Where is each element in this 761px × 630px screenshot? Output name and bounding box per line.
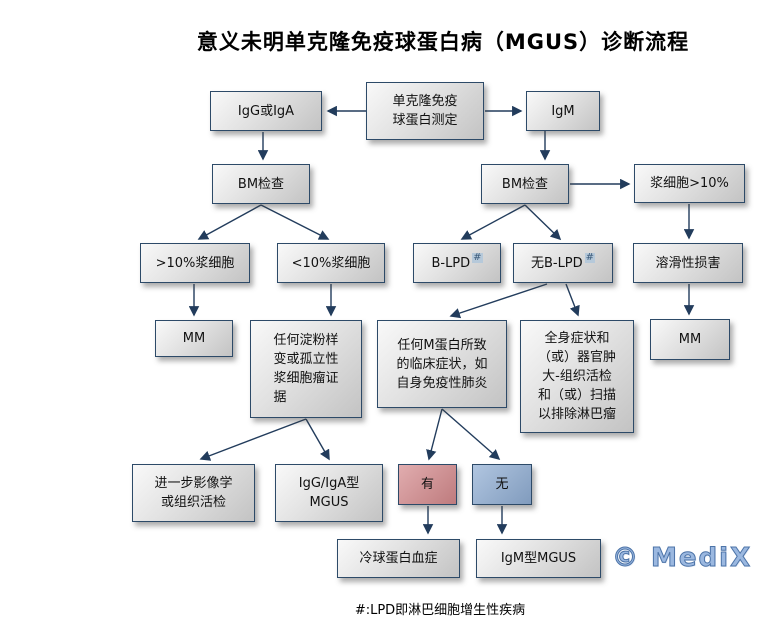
node-label: 任何M蛋白所致 的临床症状，如 自身免疫性肺炎 bbox=[396, 337, 488, 391]
node-label: 任何淀粉样 变或孤立性 浆细胞瘤证 据 bbox=[273, 333, 339, 405]
node-label: 无B-LPD bbox=[530, 255, 583, 271]
node-igg-iga-mgus: IgG/IgA型 MGUS bbox=[275, 464, 383, 522]
node-igm-mgus: IgM型MGUS bbox=[476, 539, 601, 578]
node-igm: IgM bbox=[526, 91, 600, 131]
flow-arrow bbox=[565, 283, 580, 317]
node-label: MM bbox=[182, 331, 206, 346]
node-label: <10%浆细胞 bbox=[291, 255, 371, 271]
flow-arrow bbox=[524, 204, 562, 241]
node-plasma-cells-gt10: 浆细胞>10% bbox=[634, 164, 745, 203]
node-label: BM检查 bbox=[237, 176, 285, 192]
node-cryoglobulinemia: 冷球蛋白血症 bbox=[337, 539, 460, 578]
node-igg-or-iga: IgG或IgA bbox=[210, 91, 322, 131]
flow-arrow bbox=[305, 418, 330, 461]
flow-arrow bbox=[426, 408, 443, 461]
flow-arrow bbox=[441, 408, 501, 461]
watermark-logo: © MediX bbox=[611, 543, 753, 574]
node-label: 冷球蛋白血症 bbox=[359, 551, 438, 566]
node-label: IgG或IgA bbox=[237, 103, 295, 119]
node-label: 溶滑性损害 bbox=[655, 255, 721, 271]
node-label: MM bbox=[678, 332, 702, 347]
footnote-marker: # bbox=[584, 252, 596, 263]
node-label: 无 bbox=[495, 477, 509, 492]
node-amyloid-evidence: 任何淀粉样 变或孤立性 浆细胞瘤证 据 bbox=[250, 320, 362, 418]
node-gt10-plasma: >10%浆细胞 bbox=[140, 243, 250, 283]
node-label: >10%浆细胞 bbox=[155, 255, 235, 271]
page-title: 意义未明单克隆免疫球蛋白病（MGUS）诊断流程 bbox=[196, 30, 690, 54]
node-label: IgM bbox=[551, 103, 575, 119]
node-label: BM检查 bbox=[501, 176, 549, 192]
node-further-imaging: 进一步影像学 或组织活检 bbox=[132, 464, 255, 522]
node-m-protein-symptoms: 任何M蛋白所致 的临床症状，如 自身免疫性肺炎 bbox=[377, 320, 507, 408]
node-lt10-plasma: <10%浆细胞 bbox=[277, 243, 385, 283]
node-bm-exam-left: BM检查 bbox=[212, 164, 310, 204]
node-b-lpd: B-LPD# bbox=[413, 243, 501, 283]
node-label: IgM型MGUS bbox=[500, 551, 577, 566]
flow-arrow bbox=[199, 418, 307, 461]
node-label: IgG/IgA型 MGUS bbox=[298, 476, 360, 510]
flow-arrow bbox=[460, 204, 526, 240]
footnote-marker: # bbox=[472, 252, 483, 263]
node-m-protein-test: 单克隆免疫 球蛋白测定 bbox=[366, 82, 484, 140]
node-bm-exam-right: BM检查 bbox=[481, 164, 569, 204]
node-systemic-symptoms: 全身症状和 （或）器官肿 大-组织活检 和（或）扫描 以排除淋巴瘤 bbox=[520, 320, 634, 433]
node-label: 全身症状和 （或）器官肿 大-组织活检 和（或）扫描 以排除淋巴瘤 bbox=[537, 331, 616, 422]
node-label: 单克隆免疫 球蛋白测定 bbox=[392, 94, 458, 128]
node-no: 无 bbox=[472, 464, 532, 505]
node-no-b-lpd: 无B-LPD# bbox=[513, 243, 613, 283]
flow-arrow bbox=[449, 283, 548, 319]
node-label: 浆细胞>10% bbox=[650, 176, 729, 191]
flow-arrow bbox=[197, 204, 262, 240]
node-yes: 有 bbox=[398, 464, 457, 505]
node-mm-right: MM bbox=[650, 319, 730, 360]
node-label: 进一步影像学 或组织活检 bbox=[154, 476, 233, 510]
flow-arrow bbox=[260, 204, 330, 240]
node-mm-left: MM bbox=[155, 320, 233, 357]
footnote: #:LPD即淋巴细胞增生性疾病 bbox=[354, 603, 526, 618]
node-osteolytic-lesion: 溶滑性损害 bbox=[633, 243, 743, 283]
node-label: 有 bbox=[420, 477, 434, 492]
node-label: B-LPD bbox=[431, 255, 471, 271]
